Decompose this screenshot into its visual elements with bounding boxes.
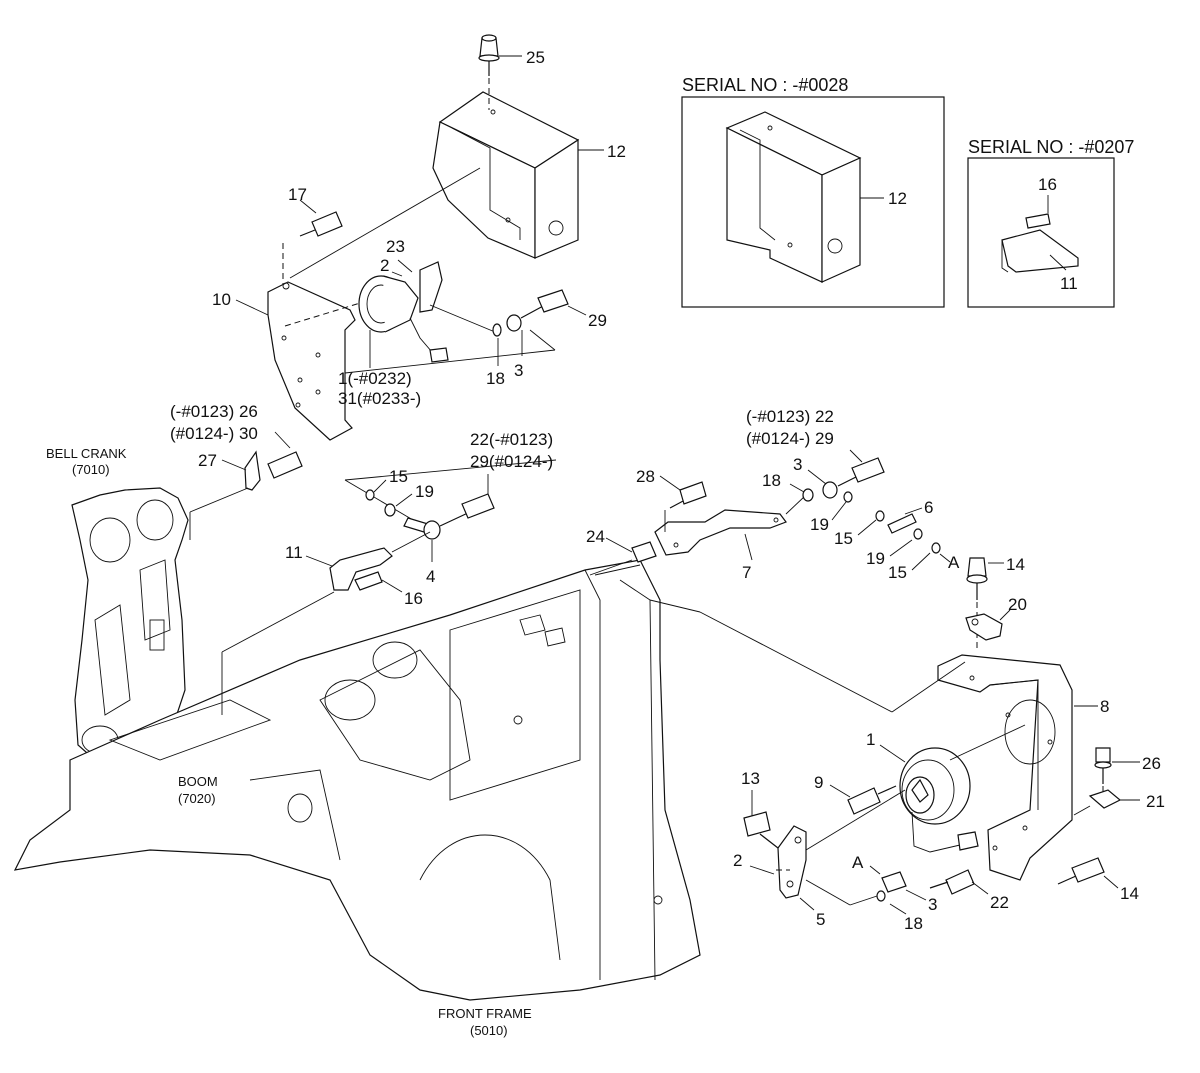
callout-31: 31(#0233-) bbox=[338, 389, 421, 408]
bolt-14-upper bbox=[966, 557, 988, 652]
callout-6: 6 bbox=[924, 498, 933, 517]
callout-19-right-a: 19 bbox=[810, 515, 829, 534]
horn-upper bbox=[358, 261, 449, 363]
horn-bracket-10 bbox=[267, 167, 481, 441]
callout-20: 20 bbox=[1008, 595, 1027, 614]
callout-14-upper: 14 bbox=[1006, 555, 1025, 574]
callout-2-upper: 2 bbox=[380, 256, 389, 275]
fasteners-lower bbox=[876, 869, 975, 902]
callout-15-mid: 15 bbox=[389, 467, 408, 486]
callout-11: 11 bbox=[285, 543, 303, 562]
callout-A-upper: A bbox=[948, 553, 960, 572]
callout-19-right-b: 19 bbox=[866, 549, 885, 568]
cover-bracket bbox=[432, 91, 580, 259]
callout-A-lower: A bbox=[852, 853, 864, 872]
bolt-28 bbox=[669, 481, 707, 509]
fasteners-right bbox=[785, 457, 941, 554]
fasteners-upper bbox=[344, 289, 569, 374]
front-frame-label: FRONT FRAME bbox=[438, 1006, 532, 1021]
cover-bracket-alt bbox=[725, 111, 862, 283]
callout-25: 25 bbox=[526, 48, 545, 67]
callout-2-lower: 2 bbox=[733, 851, 742, 870]
callout-26: 26 bbox=[1142, 754, 1161, 773]
horn-lower bbox=[899, 724, 1026, 853]
callout-12-alt: 12 bbox=[888, 189, 907, 208]
bracket-5 bbox=[777, 789, 906, 899]
callout-4: 4 bbox=[426, 567, 435, 586]
callout-12: 12 bbox=[607, 142, 626, 161]
callout-21: 21 bbox=[1146, 792, 1165, 811]
bracket-7 bbox=[654, 509, 787, 556]
bracket-8 bbox=[937, 654, 1073, 881]
clip-27 bbox=[244, 450, 261, 491]
callout-16: 16 bbox=[404, 589, 423, 608]
front-frame-5010 bbox=[13, 559, 701, 1001]
boom-label: BOOM bbox=[178, 774, 218, 789]
bolt-26 bbox=[1094, 747, 1112, 794]
bell-crank-label: BELL CRANK bbox=[46, 446, 127, 461]
callout-15-right-a: 15 bbox=[834, 529, 853, 548]
callout-3-upper: 3 bbox=[514, 361, 523, 380]
callout-14-lower: 14 bbox=[1120, 884, 1139, 903]
front-frame-number: (5010) bbox=[470, 1023, 508, 1038]
callout-24: 24 bbox=[586, 527, 605, 546]
callout-23: 23 bbox=[386, 237, 405, 256]
callout-1-lower: 1 bbox=[866, 730, 875, 749]
boom-number: (7020) bbox=[178, 791, 216, 806]
clip-21 bbox=[1088, 789, 1122, 809]
callout-11-alt: 11 bbox=[1060, 274, 1078, 293]
callout-26-note: (-#0123) 26 bbox=[170, 402, 258, 421]
bracket-11 bbox=[329, 547, 393, 591]
callout-28: 28 bbox=[636, 467, 655, 486]
callout-3-lower: 3 bbox=[928, 895, 937, 914]
bolt-13 bbox=[743, 811, 779, 849]
bolt-17 bbox=[299, 211, 343, 237]
callout-18-upper: 18 bbox=[486, 369, 505, 388]
small-bracket-alt bbox=[1001, 213, 1079, 273]
callout-7: 7 bbox=[742, 563, 751, 582]
serial-label-0028: SERIAL NO : -#0028 bbox=[682, 75, 848, 95]
callout-17: 17 bbox=[288, 185, 307, 204]
callout-22: 22 bbox=[990, 893, 1009, 912]
callout-18-right: 18 bbox=[762, 471, 781, 490]
callout-22-note-b: (-#0123) 22 bbox=[746, 407, 834, 426]
callout-27: 27 bbox=[198, 451, 217, 470]
clip-24 bbox=[631, 541, 657, 563]
callout-29-note-b: (#0124-) 29 bbox=[746, 429, 834, 448]
callout-9: 9 bbox=[814, 773, 823, 792]
callout-5: 5 bbox=[816, 910, 825, 929]
bolt-25 bbox=[478, 34, 500, 110]
fasteners-middle bbox=[365, 489, 495, 540]
bolt-9 bbox=[847, 785, 897, 815]
callout-8: 8 bbox=[1100, 697, 1109, 716]
callout-3-right: 3 bbox=[793, 455, 802, 474]
callout-1-upper: 1(-#0232) bbox=[338, 369, 412, 388]
callout-13: 13 bbox=[741, 769, 760, 788]
callout-16-alt: 16 bbox=[1038, 175, 1057, 194]
callout-29-note-a: 29(#0124-) bbox=[470, 452, 553, 471]
callout-29: 29 bbox=[588, 311, 607, 330]
bell-crank-number: (7010) bbox=[72, 462, 110, 477]
clip-20 bbox=[965, 613, 1003, 641]
bell-crank-7010 bbox=[71, 487, 189, 761]
callout-18-lower: 18 bbox=[904, 914, 923, 933]
callout-19-mid: 19 bbox=[415, 482, 434, 501]
callout-15-right-b: 15 bbox=[888, 563, 907, 582]
serial-label-0207: SERIAL NO : -#0207 bbox=[968, 137, 1134, 157]
callout-22-note-a: 22(-#0123) bbox=[470, 430, 553, 449]
serial-box-0028 bbox=[681, 96, 945, 308]
callout-10: 10 bbox=[212, 290, 231, 309]
serial-box-0207 bbox=[967, 157, 1115, 308]
bolt-14-lower bbox=[1057, 857, 1105, 885]
bolt-30 bbox=[267, 451, 303, 479]
callout-30-note: (#0124-) 30 bbox=[170, 424, 258, 443]
